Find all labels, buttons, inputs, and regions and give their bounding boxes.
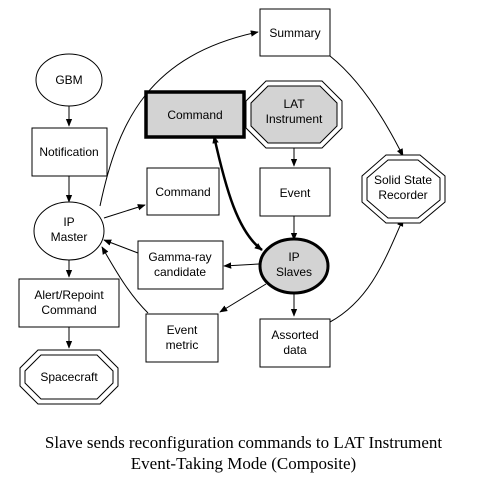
alert-repoint-label-line-1: Alert/Repoint (34, 288, 104, 302)
edge-command-ipslaves (212, 135, 263, 251)
summary-label-line-1: Summary (269, 26, 320, 40)
spacecraft-node: Spacecraft (19, 349, 119, 405)
lat-instrument-label-line-1: LAT (283, 97, 305, 111)
gbm-node: GBM (35, 53, 103, 107)
event-metric-label-line-1: Event (167, 323, 198, 337)
command-main-label-line-1: Command (167, 108, 222, 122)
event-label: Event (280, 186, 311, 200)
spacecraft-label-line-1: Spacecraft (40, 370, 98, 384)
event-node: Event (259, 167, 331, 217)
ip-slaves-label-line-1: IP (288, 250, 299, 264)
command-small-node: Command (146, 167, 220, 216)
ip-master-label-line-1: IP (63, 215, 74, 229)
solid-state-recorder-label-line-2: Recorder (378, 188, 427, 202)
gamma-ray-candidate-label-line-1: Gamma-ray (148, 250, 211, 264)
edge-ipmaster-command (103, 204, 146, 219)
lat-instrument-label-line-2: Instrument (266, 112, 323, 126)
notification-label: Notification (39, 145, 98, 159)
caption-line-2: Event-Taking Mode (Composite) (130, 454, 357, 473)
command-small-label-line-1: Command (155, 185, 210, 199)
command-small-label: Command (155, 185, 210, 199)
caption-line-1: Slave sends reconfiguration commands to … (44, 433, 443, 452)
notification-label-line-1: Notification (39, 145, 98, 159)
edge-summary-ssr (329, 55, 404, 157)
ip-master-label-line-2: Master (51, 230, 88, 244)
diagram-caption: Slave sends reconfiguration commands to … (0, 432, 487, 474)
notification-node: Notification (31, 127, 108, 177)
alert-repoint-label-line-2: Command (41, 303, 96, 317)
event-label-line-1: Event (280, 186, 311, 200)
gbm-label-line-1: GBM (55, 73, 82, 87)
ip-slaves-label-line-2: Slaves (276, 265, 312, 279)
summary-node: Summary (259, 8, 331, 57)
summary-label: Summary (269, 26, 320, 40)
edge-gamma-ipmaster (103, 239, 139, 254)
spacecraft-label: Spacecraft (40, 370, 98, 384)
command-main-node: Command (144, 90, 246, 139)
gamma-ray-candidate-label-line-2: candidate (154, 265, 206, 279)
assorted-data-label-line-2: data (283, 343, 307, 357)
edge-assorted-ssr (329, 218, 404, 323)
edge-eventmetric-ipmaster (101, 246, 149, 314)
gbm-label: GBM (55, 73, 82, 87)
edge-ipslaves-eventmetric (219, 283, 267, 313)
solid-state-recorder-label-line-1: Solid State (374, 173, 432, 187)
edge-ipslaves-gamma (223, 262, 260, 269)
command-main-label: Command (167, 108, 222, 122)
assorted-data-label-line-1: Assorted (271, 328, 318, 342)
event-metric-label-line-2: metric (166, 338, 199, 352)
